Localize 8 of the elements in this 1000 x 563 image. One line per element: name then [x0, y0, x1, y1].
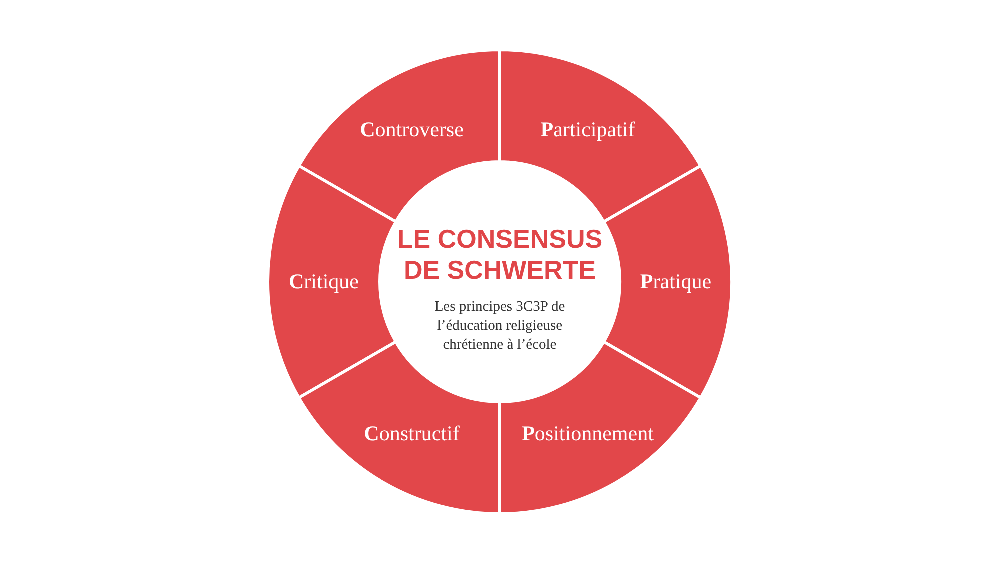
segment-label: Participatif [540, 117, 636, 142]
center-subtitle: Les principes 3C3P de l’éducation religieuse chrétienne à l’école [434, 298, 566, 354]
segment-label: Controverse [360, 117, 464, 142]
segment-label: Critique [289, 270, 359, 294]
segment-label: Positionnement [522, 422, 654, 447]
segment-label: Constructif [364, 422, 460, 447]
center-title: LE CONSENSUS DE SCHWERTE [396, 224, 604, 286]
segment-label: Pratique [640, 270, 712, 294]
